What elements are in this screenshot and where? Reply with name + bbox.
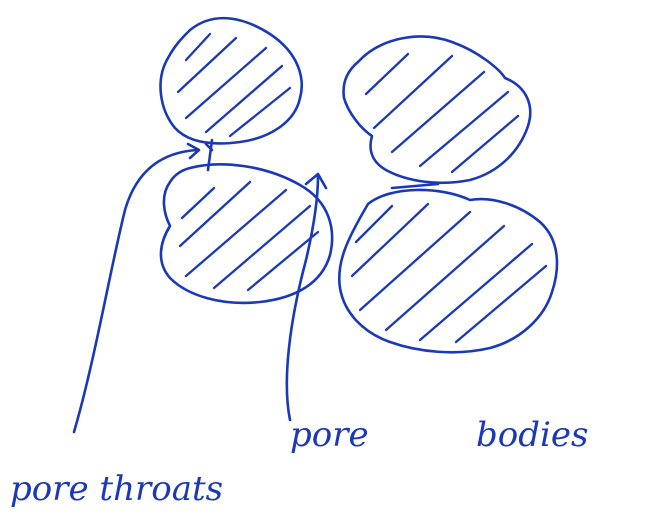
label-bodies: bodies bbox=[476, 415, 588, 455]
label-pore-throats: pore throats bbox=[10, 469, 223, 509]
grain-top-right bbox=[344, 36, 531, 182]
arrow-pore-bodies-head bbox=[306, 174, 326, 188]
grain-top-left-outline bbox=[161, 18, 302, 143]
label-pore: pore bbox=[290, 415, 369, 455]
arrow-pore-throats bbox=[74, 150, 198, 432]
grain-bottom-right-outline bbox=[339, 190, 557, 352]
grain-bottom-right bbox=[339, 190, 557, 352]
grain-top-right-outline bbox=[344, 36, 531, 182]
throat-mark-right bbox=[392, 184, 438, 188]
grain-top-left bbox=[161, 18, 302, 143]
